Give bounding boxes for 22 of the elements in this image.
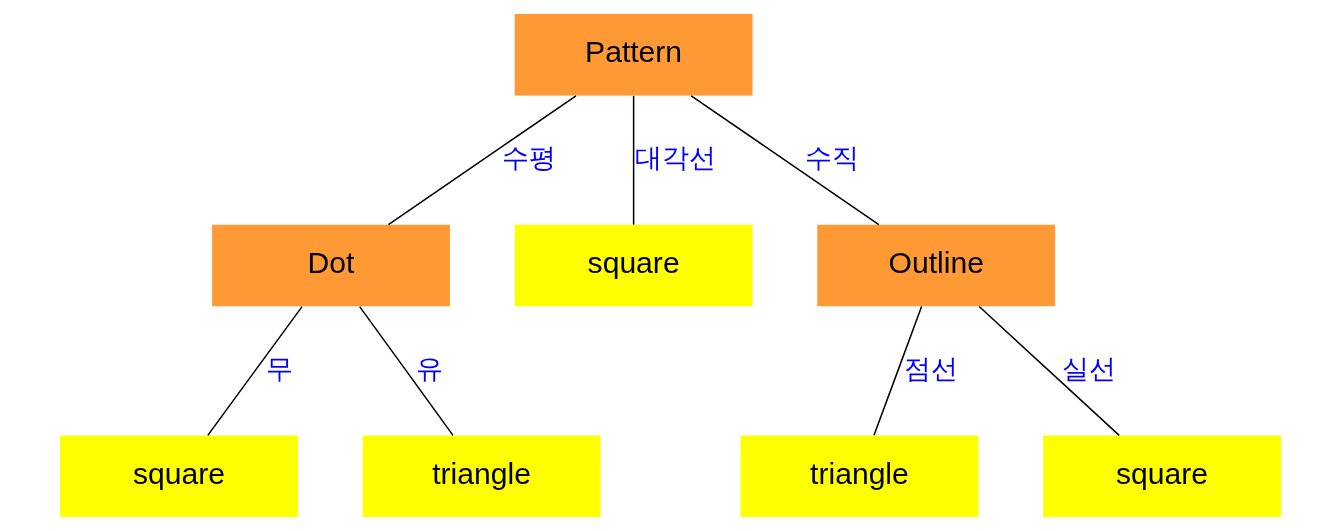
node-box: Outline: [816, 224, 1055, 307]
node-box: Pattern: [514, 14, 753, 96]
connector: [632, 95, 634, 226]
edge-label: 대각선: [634, 141, 716, 173]
node-box: Dot: [211, 224, 450, 307]
connector: [977, 305, 1120, 437]
connector: [358, 305, 454, 437]
node-box: square: [1042, 435, 1281, 517]
node-box: triangle: [740, 435, 978, 517]
edge-label: 수직: [804, 141, 859, 173]
node-box: square: [59, 435, 298, 517]
edge-label: 무: [265, 352, 293, 384]
edge-label: 실선: [1061, 352, 1116, 384]
connector: [206, 305, 303, 437]
connector: [690, 95, 880, 226]
connector: [872, 305, 922, 437]
edge-label: 점선: [903, 352, 958, 384]
node-box: triangle: [362, 435, 600, 517]
node-box: square: [514, 224, 753, 307]
connector: [387, 95, 577, 226]
edge-label: 유: [415, 352, 443, 384]
edge-label: 수평: [501, 141, 556, 173]
